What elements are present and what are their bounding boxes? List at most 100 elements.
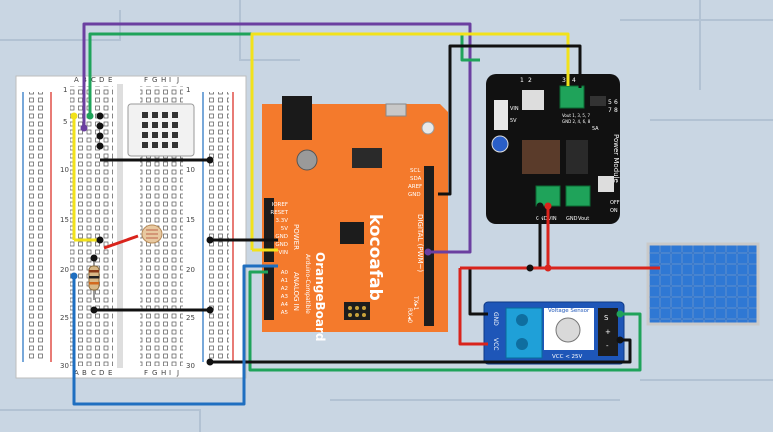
pin-gnd-1: GND (275, 234, 288, 240)
vs-minus-pin: - (606, 342, 609, 350)
row-label-25-right: 25 (186, 314, 195, 322)
col-label-J-bottom: J (176, 369, 179, 377)
row-label-25: 25 (60, 314, 69, 322)
wire-purple (82, 22, 472, 254)
pm-pin-2: 2 (528, 77, 532, 84)
solar-panel (646, 242, 760, 326)
col-label-F-bottom: F (144, 369, 148, 377)
wire-black-bottom (210, 338, 632, 364)
pin-gnd-2: GND (275, 242, 288, 248)
arduino-tx-label: TX▸1 (412, 295, 419, 311)
pin-a4: A4 (281, 302, 289, 308)
pm-pin-7: 7 (608, 107, 612, 114)
power-module: 1 2 3 4 5 6 7 8 Vout 1, 3, 5, 7 GND 2, 4… (486, 74, 620, 224)
col-label-C: C (91, 76, 96, 84)
col-label-B-bottom: B (82, 369, 87, 377)
wire-red-ldr (103, 234, 139, 250)
wire-green-sensor (248, 270, 642, 372)
col-label-E: E (108, 76, 112, 84)
col-label-G-bottom: G (152, 369, 157, 377)
breadboard: A B C D E F G H I J A B C D E F G H I J … (15, 75, 247, 379)
col-label-C-bottom: C (91, 369, 96, 377)
pm-off-label: OFF (610, 200, 620, 206)
pm-pin-4: 4 (572, 77, 576, 84)
row-label-30: 30 (60, 362, 69, 370)
pm-5v-label: 5V (510, 118, 517, 124)
vs-plus-pin: + (605, 328, 611, 336)
col-label-A-bottom: A (74, 369, 79, 377)
arduino-digital-header: DIGITAL (PWM~) (416, 214, 424, 272)
pin-reset: RESET (270, 210, 288, 216)
pm-amp-label: 5A (592, 126, 599, 132)
col-label-I: I (169, 76, 171, 84)
arduino-brand: kocoafab (365, 214, 385, 301)
dht-sensor (127, 103, 195, 157)
pm-vout-label: Vout 1, 3, 5, 7 (562, 113, 591, 118)
pm-vin-terminal: VIN (548, 216, 557, 222)
pm-gnd-label: GND 2, 4, 6, 8 (562, 119, 591, 124)
pm-pin-5: 5 (608, 99, 612, 106)
vs-gnd-label: GND (492, 312, 499, 326)
right-power-rail (207, 92, 229, 360)
pin-a0: A0 (281, 270, 289, 276)
pin-a3: A3 (281, 294, 289, 300)
terminal-strip-left (70, 86, 113, 366)
pin-aref: AREF (408, 184, 422, 190)
row-label-10-right: 10 (186, 166, 195, 174)
pin-3v3: 3.3V (275, 218, 288, 224)
row-label-1: 1 (63, 86, 67, 94)
wires (72, 22, 660, 406)
col-label-A: A (74, 76, 79, 84)
pm-vin-label: VIN (510, 106, 519, 112)
pin-a1: A1 (281, 278, 288, 284)
pin-vin: VIN (279, 250, 289, 256)
vs-rating: VCC < 25V (552, 354, 583, 360)
arduino-analog-header: ANALOG IN (292, 272, 300, 311)
col-label-H-bottom: H (161, 369, 166, 377)
row-label-1-right: 1 (186, 86, 190, 94)
vs-vcc-label: VCC (492, 338, 499, 350)
arduino-board: kocoafab OrangeBoard Arduino-Compatible … (262, 96, 448, 341)
col-label-J: J (176, 76, 179, 84)
pm-on-label: ON (610, 208, 618, 214)
pm-pin-8: 8 (614, 107, 618, 114)
vs-title: Voltage Sensor (548, 308, 590, 314)
pin-gnd-top: GND (408, 192, 421, 198)
wire-yellow (72, 32, 570, 252)
vs-s-pin: S (604, 314, 609, 322)
row-label-15: 15 (60, 216, 69, 224)
pm-title: Power Module (612, 134, 620, 183)
voltage-sensor: Voltage Sensor VCC < 25V S + - GND VCC (483, 301, 625, 365)
row-label-30-right: 30 (186, 362, 195, 370)
col-label-E-bottom: E (108, 369, 112, 377)
pm-gnd2-terminal: GND (566, 216, 578, 222)
arduino-board-subtitle: Arduino-Compatible (304, 254, 311, 314)
photoresistor (141, 224, 163, 244)
pin-scl: SCL (410, 168, 421, 174)
row-label-15-right: 15 (186, 216, 195, 224)
row-label-10: 10 (60, 166, 69, 174)
row-label-5: 5 (63, 118, 67, 126)
pin-a2: A2 (281, 286, 288, 292)
pm-vout-terminal: Vout (578, 216, 589, 222)
pin-sda: SDA (410, 176, 422, 182)
resistor (88, 258, 100, 300)
col-label-D: D (99, 76, 104, 84)
col-label-H: H (161, 76, 166, 84)
arduino-board-name: OrangeBoard (313, 252, 327, 341)
pin-a5: A5 (281, 310, 289, 316)
col-label-D-bottom: D (99, 369, 104, 377)
col-label-F: F (144, 76, 148, 84)
col-label-I-bottom: I (169, 369, 171, 377)
arduino-power-header: POWER (292, 224, 300, 250)
pin-5v: 5V (281, 226, 288, 232)
wire-junctions (70, 112, 624, 366)
row-label-20-right: 20 (186, 266, 195, 274)
pin-ioref: IOREF (272, 202, 288, 208)
row-label-20: 20 (60, 266, 69, 274)
pm-pin-3: 3 (562, 77, 566, 84)
left-power-rail (27, 92, 47, 360)
pm-gnd-terminal: GND (536, 216, 548, 222)
